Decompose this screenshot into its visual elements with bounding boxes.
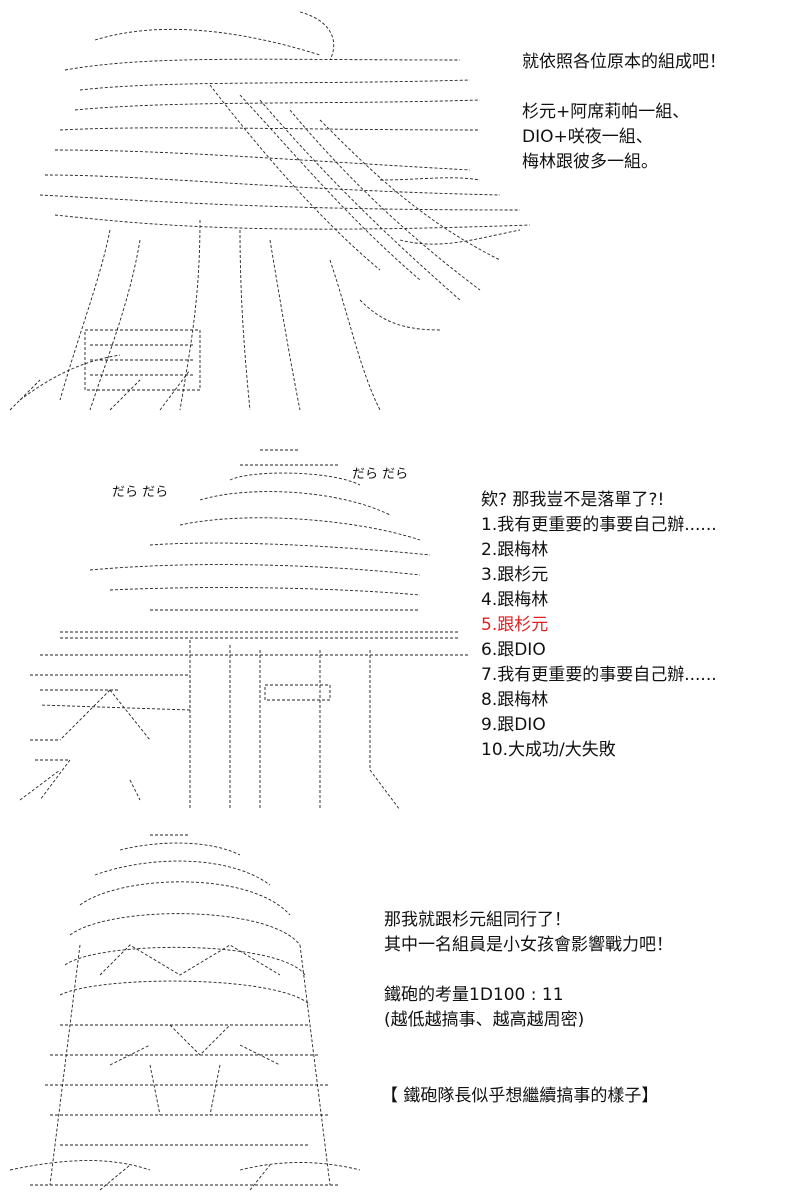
panel1-line-3: 杉元+阿席莉帕一組、 (522, 102, 690, 122)
choice-item: 9.跟DIO (481, 715, 546, 735)
choice-item-selected: 5.跟杉元 (481, 615, 549, 635)
choice-item: 3.跟杉元 (481, 565, 549, 585)
panel3-caption: 【 鐵砲隊長似乎想繼續搞事的樣子】 (381, 1084, 658, 1109)
panel1-line-2 (522, 75, 726, 100)
sfx-text-left: だら だら (112, 485, 169, 500)
panel1-line-5: 梅林跟彼多一組。 (522, 152, 658, 172)
panel3-line-2: 其中一名組員是小女孩會影響戰力吧！ (384, 935, 673, 955)
panel2-intro: 欸? 那我豈不是落單了?! (481, 490, 665, 510)
panel2-choice-list: 欸? 那我豈不是落單了?! 1.我有更重要的事要自己辦...... 2.跟梅林 … (481, 488, 717, 763)
dice-roll-result: 鐵砲的考量1D100 : 11 (384, 985, 564, 1005)
panel1-narration: 就依照各位原本的組成吧！ 杉元+阿席莉帕一組、 DIO+咲夜一組、 梅林跟彼多一… (522, 50, 726, 175)
panel1-ascii-art-figure (9, 11, 531, 411)
panel1-line-4: DIO+咲夜一組、 (522, 127, 653, 147)
choice-item: 1.我有更重要的事要自己辦...... (481, 515, 717, 535)
choice-item: 2.跟梅林 (481, 540, 549, 560)
spacer (384, 958, 673, 983)
choice-item: 10.大成功/大失敗 (481, 740, 616, 760)
panel3-ascii-art-hooded-figure (9, 834, 361, 1191)
choice-item: 7.我有更重要的事要自己辦...... (481, 665, 717, 685)
panel2-sfx-left: だら だら (112, 480, 168, 505)
choice-item: 6.跟DIO (481, 640, 546, 660)
panel3-line-1: 那我就跟杉元組同行了！ (384, 910, 571, 930)
panel2-ascii-art-figure (19, 449, 470, 811)
dice-roll-note: (越低越搞事、越高越周密) (384, 1010, 585, 1030)
choice-item: 8.跟梅林 (481, 690, 549, 710)
panel1-line-1: 就依照各位原本的組成吧！ (522, 52, 726, 72)
choice-item: 4.跟梅林 (481, 590, 549, 610)
sfx-text-right: だら だら (352, 467, 409, 482)
caption-text: 【 鐵砲隊長似乎想繼續搞事的樣子】 (381, 1086, 659, 1106)
panel3-narration: 那我就跟杉元組同行了！ 其中一名組員是小女孩會影響戰力吧！ 鐵砲的考量1D100… (384, 908, 673, 1033)
panel2-sfx-right: だら だら (352, 462, 408, 487)
